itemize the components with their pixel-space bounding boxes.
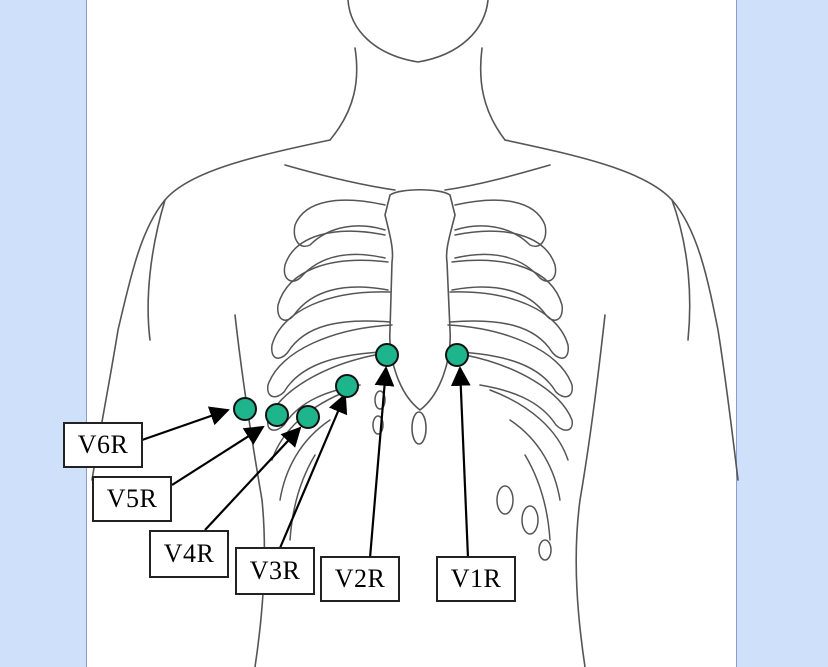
torso-outline bbox=[91, 0, 739, 667]
electrodes bbox=[233, 343, 469, 429]
lead-arrows bbox=[141, 366, 471, 559]
label-v2r: V2R bbox=[320, 556, 400, 602]
electrode-v6r bbox=[233, 397, 257, 421]
label-v1r: V1R bbox=[436, 556, 516, 602]
label-v5r: V5R bbox=[92, 476, 172, 522]
label-v6r: V6R bbox=[63, 422, 143, 468]
label-v3r: V3R bbox=[235, 547, 315, 595]
arrow-v2r bbox=[368, 366, 395, 559]
electrode-v3r bbox=[335, 374, 359, 398]
rib-cage bbox=[267, 199, 573, 561]
arrow-v3r bbox=[278, 393, 348, 549]
arrow-v5r bbox=[171, 425, 265, 486]
electrode-v2r bbox=[375, 343, 399, 367]
electrode-v4r bbox=[296, 405, 320, 429]
electrode-v5r bbox=[265, 403, 289, 427]
arrow-v6r bbox=[141, 406, 230, 442]
label-v4r: V4R bbox=[149, 530, 229, 578]
sternum bbox=[384, 189, 456, 445]
arrow-v4r bbox=[204, 426, 302, 531]
arrow-v1r bbox=[450, 366, 471, 559]
electrode-v1r bbox=[445, 343, 469, 367]
